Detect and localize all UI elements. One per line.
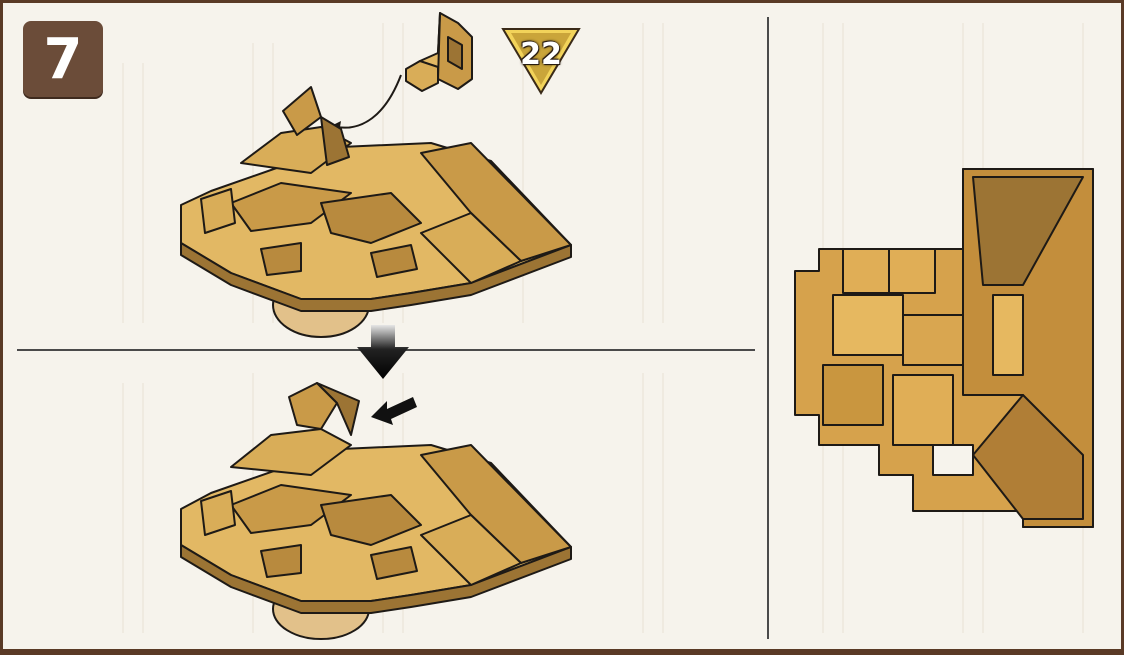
- part-number: 22: [501, 37, 581, 72]
- assembly-after: [171, 375, 591, 645]
- assembly-before: [171, 73, 591, 343]
- step-number-badge: 7: [23, 21, 103, 97]
- arrow-down-icon: [355, 325, 411, 381]
- top-view: [793, 165, 1103, 535]
- vertical-divider: [767, 17, 769, 639]
- instruction-page: 7 22: [3, 3, 1121, 649]
